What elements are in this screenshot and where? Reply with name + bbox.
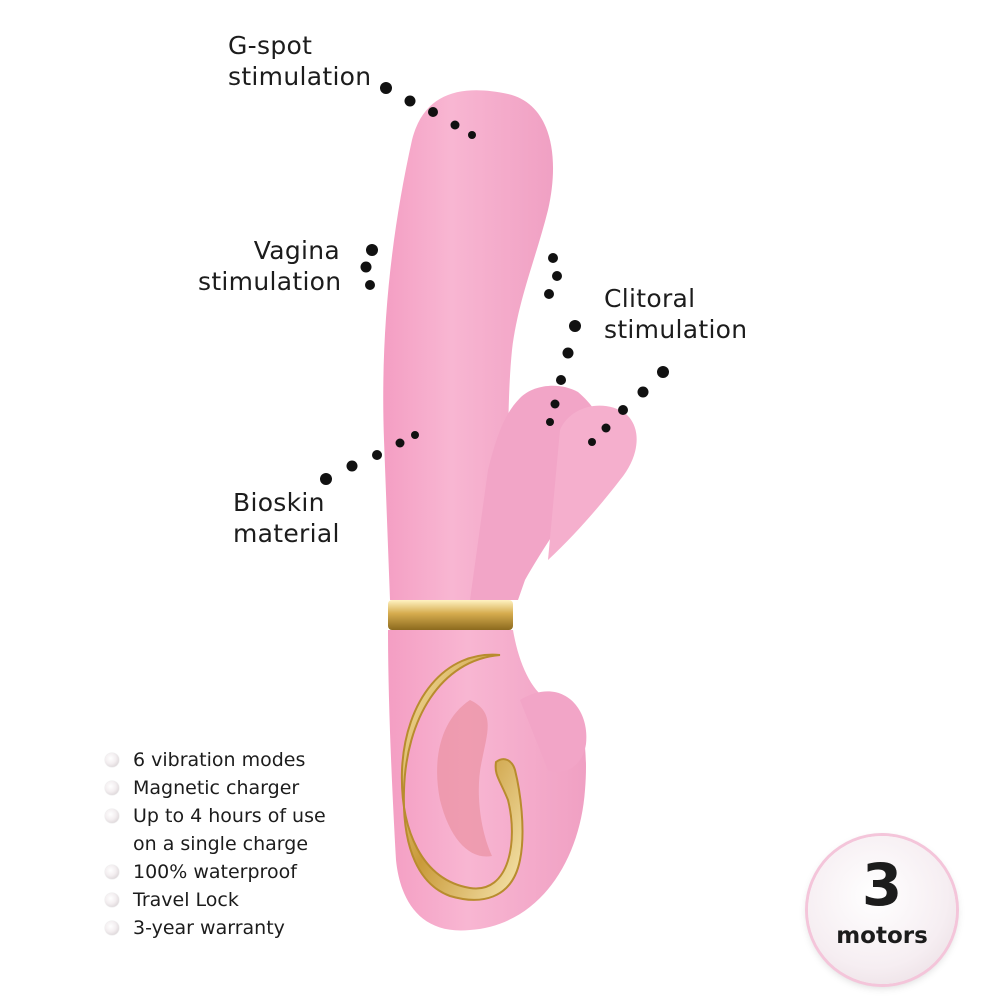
feature-item: 6 vibration modes: [105, 746, 326, 774]
gspot-pointer-dots: [380, 82, 476, 139]
pearl-bullet-icon: [105, 921, 119, 935]
vagina-pointer-dots: [360, 244, 378, 290]
pearl-bullet-icon: [105, 893, 119, 907]
motors-badge: 3 motors: [808, 836, 956, 984]
pearl-bullet-icon: [105, 781, 119, 795]
motors-unit: motors: [836, 923, 928, 949]
feature-item: Magnetic charger: [105, 774, 326, 802]
gspot-label: G-spot stimulation: [228, 31, 372, 91]
clitoral-pointer-dots: [544, 253, 669, 446]
feature-list: 6 vibration modes Magnetic charger Up to…: [105, 746, 326, 942]
gold-g-ring-shape: [400, 653, 524, 901]
clitoral-tip-shape: [548, 405, 637, 560]
handle-shape: [388, 630, 586, 931]
bioskin-pointer-dots: [320, 431, 419, 485]
pearl-bullet-icon: [105, 809, 119, 823]
motors-count: 3: [861, 851, 903, 919]
pearl-bullet-icon: [105, 753, 119, 767]
pearl-bullet-icon: [105, 865, 119, 879]
vagina-label: Vagina stimulation: [198, 236, 342, 296]
feature-item: 3-year warranty: [105, 914, 326, 942]
shaft-shape: [383, 90, 554, 601]
gold-band-shape: [388, 600, 513, 630]
clitoral-label: Clitoral stimulation: [604, 284, 748, 344]
feature-item: Travel Lock: [105, 886, 326, 914]
feature-item: 100% waterproof: [105, 858, 326, 886]
bioskin-label: Bioskin material: [233, 488, 340, 548]
hook-shape: [520, 691, 587, 773]
